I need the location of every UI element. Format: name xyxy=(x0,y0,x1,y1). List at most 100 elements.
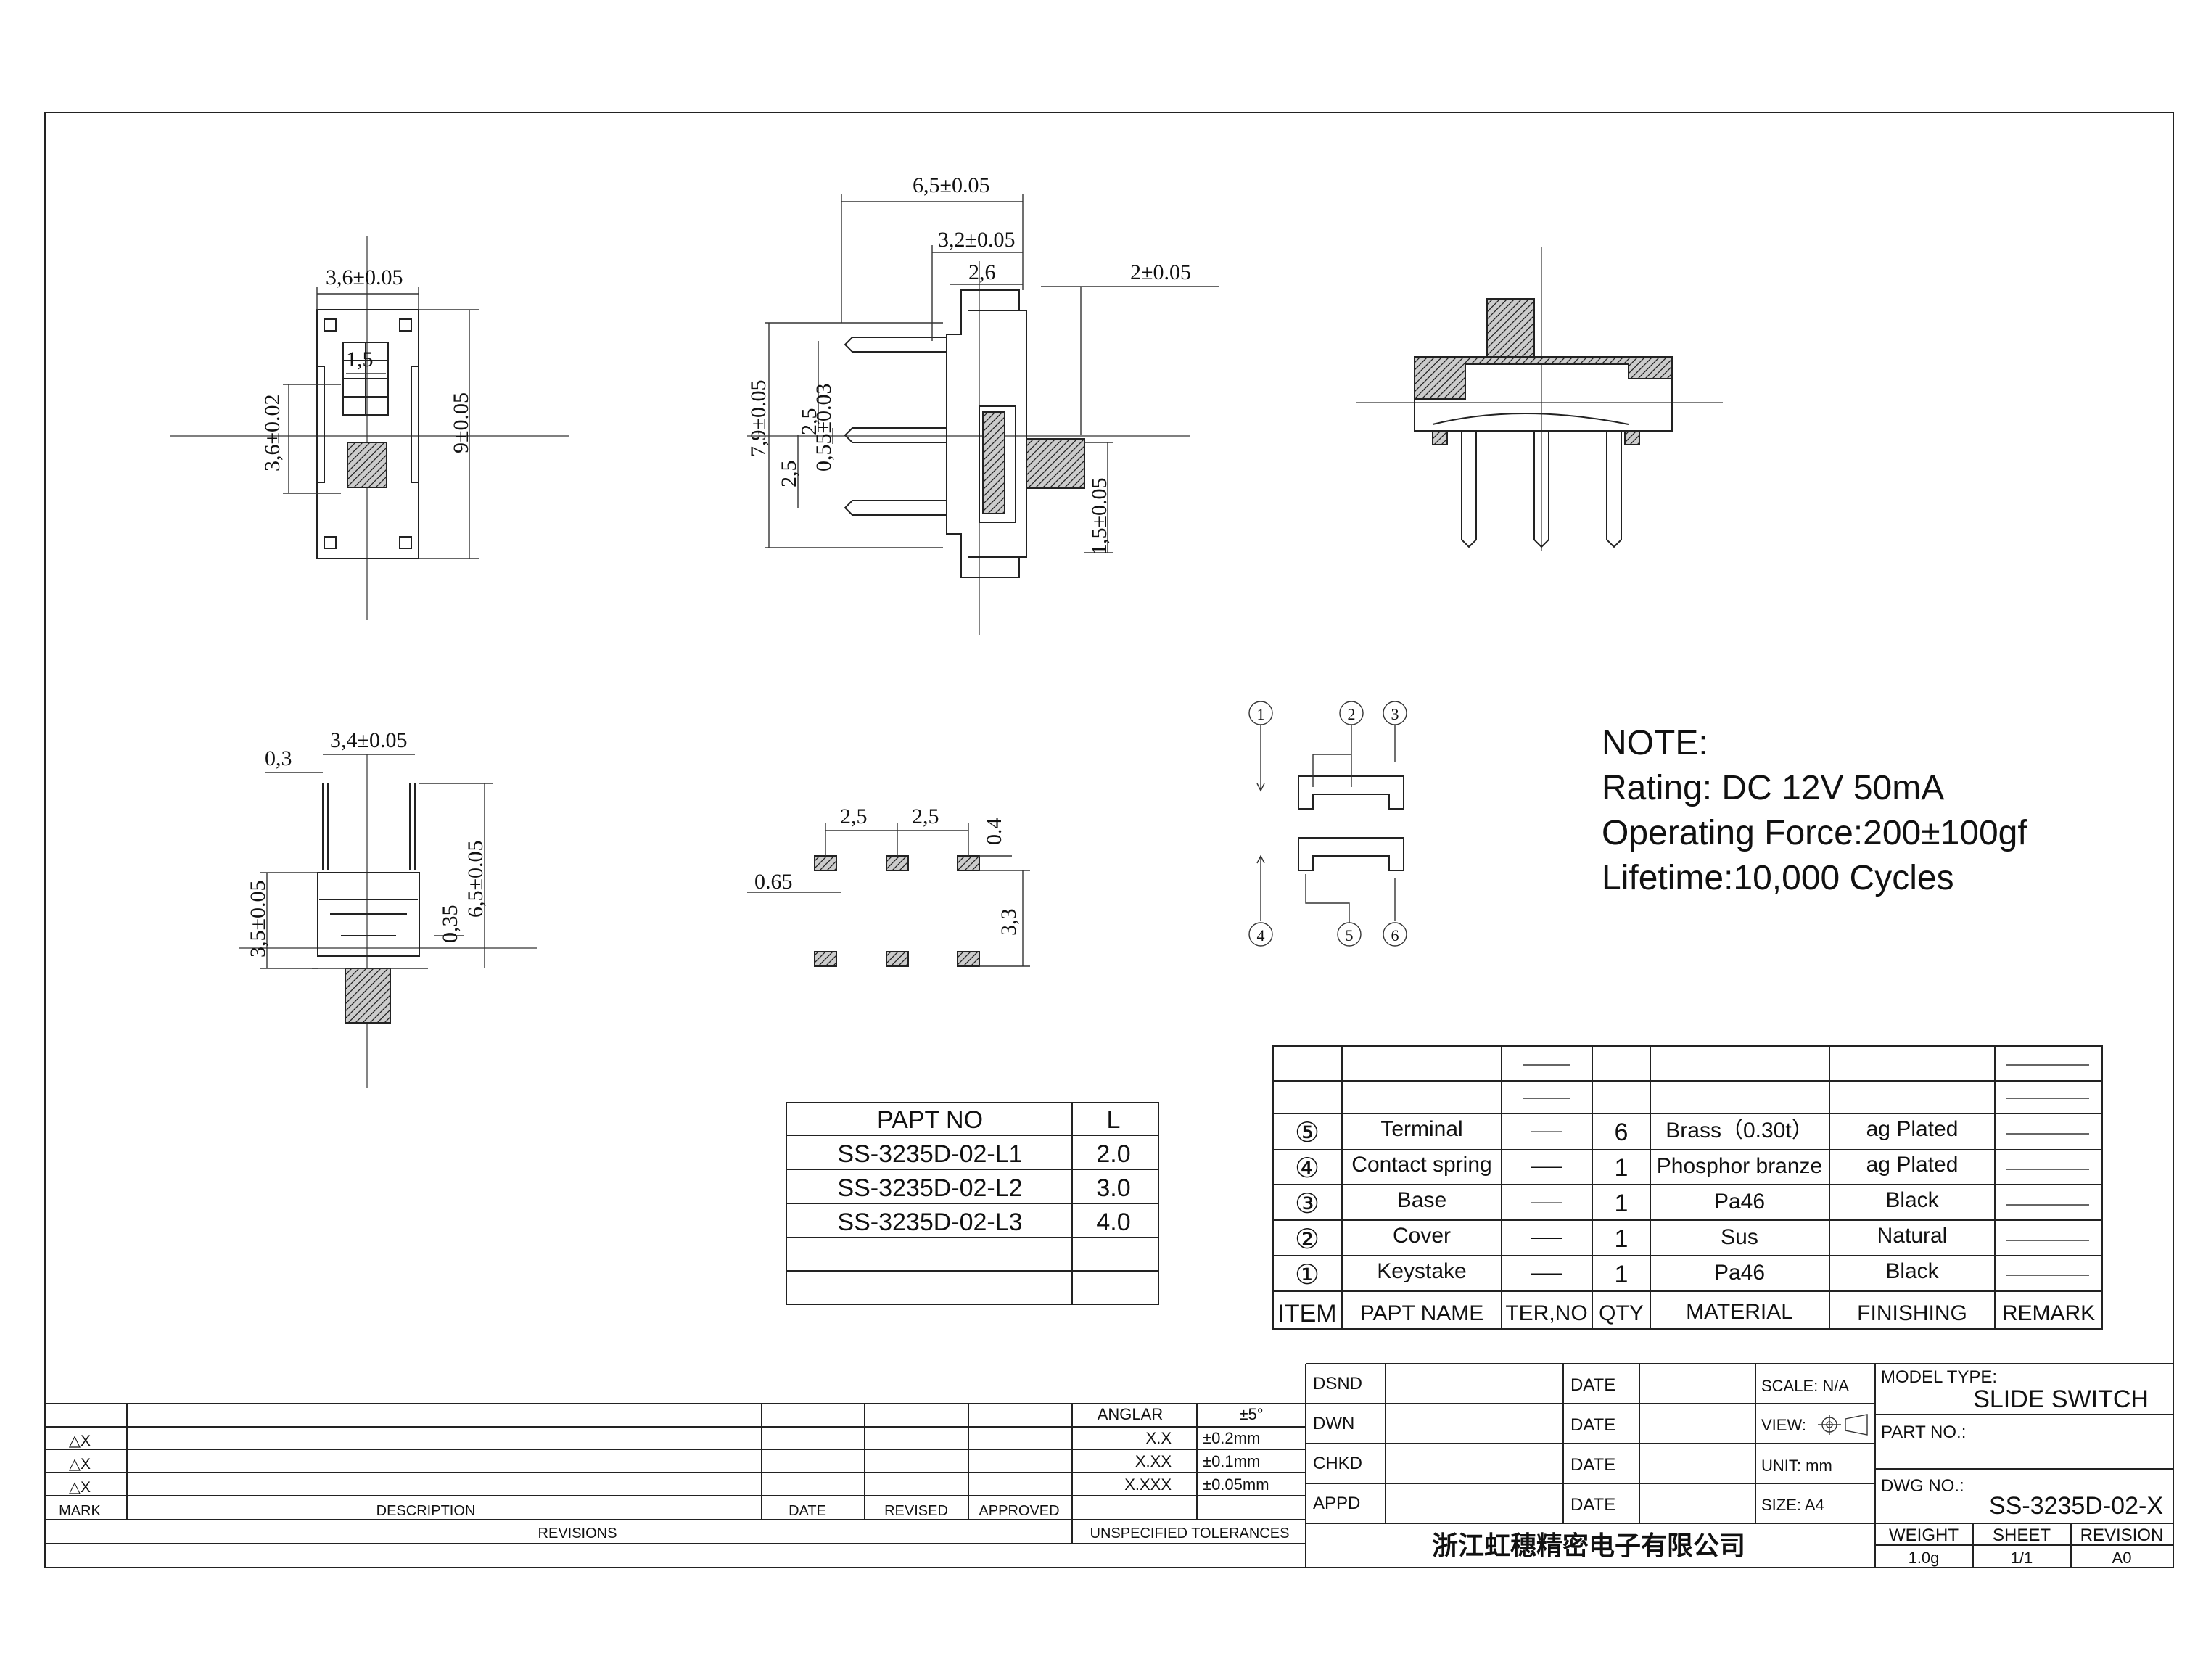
sheet-label: SHEET xyxy=(1993,1525,2051,1545)
bom-ter-no: —— xyxy=(1531,1121,1562,1140)
title-block-date-label: DATE xyxy=(1570,1495,1615,1515)
table-cell: SS-3235D-02-L3 xyxy=(837,1208,1022,1236)
switch-schematic: 1 2 3 4 5 6 xyxy=(1248,701,1407,947)
bom-material: Sus xyxy=(1721,1225,1758,1249)
bom-material: Phosphor branze xyxy=(1657,1154,1823,1178)
dim-front-h2: 6,5±0.05 xyxy=(464,841,487,918)
note-line: Rating: DC 12V 50mA xyxy=(1602,769,1944,807)
scale-field: SCALE: N/A xyxy=(1761,1377,1849,1395)
bom-qty: 1 xyxy=(1615,1190,1629,1217)
dim-front-h3: 0,35 xyxy=(438,905,462,944)
bom-header: MATERIAL xyxy=(1686,1300,1793,1324)
revision-mark: △X xyxy=(69,1433,91,1449)
part-no-label: PART NO.: xyxy=(1881,1422,1966,1442)
bom-part-name: Contact spring xyxy=(1351,1153,1491,1177)
view-field: VIEW: xyxy=(1761,1416,1806,1434)
revision-mark: △X xyxy=(69,1456,91,1473)
bom-header: REMARK xyxy=(2002,1301,2095,1325)
front-view: 3,4±0.05 0,3 3,5±0.05 6,5±0.05 0,35 xyxy=(239,728,537,1088)
tolerance-label: X.X xyxy=(1146,1429,1172,1447)
bom-header: FINISHING xyxy=(1857,1301,1967,1325)
callout-4: 4 xyxy=(1257,926,1265,944)
bom-header-row: ITEM PAPT NAME TER,NO QTY MATERIAL FINIS… xyxy=(1277,1300,2095,1327)
model-type-label: MODEL TYPE: xyxy=(1881,1367,1997,1387)
table-cell: SS-3235D-02-L1 xyxy=(837,1140,1022,1168)
dim-front-width: 3,4±0.05 xyxy=(330,728,407,752)
company-name: 浙江虹穗精密电子有限公司 xyxy=(1432,1531,1745,1560)
revision-block: △X △X △X MARK DESCRIPTION DATE REVISED A… xyxy=(45,1364,1306,1568)
bom-ter-no: —— xyxy=(1531,1157,1562,1175)
note-line: Operating Force:200±100gf xyxy=(1602,814,2027,852)
part-number-table: PAPT NO L SS-3235D-02-L1 2.0 SS-3235D-02… xyxy=(786,1102,1159,1305)
dim-pad-y: 3,3 xyxy=(997,909,1021,936)
section-view xyxy=(1356,247,1723,551)
note-title: NOTE: xyxy=(1602,724,1708,762)
tolerance-label: X.XX xyxy=(1135,1452,1172,1470)
bom-part-name: Cover xyxy=(1393,1224,1451,1248)
tolerance-label: ANGLAR xyxy=(1098,1405,1163,1423)
weight-label: WEIGHT xyxy=(1889,1525,1959,1545)
dim-side-w4: 2±0.05 xyxy=(1130,260,1191,284)
title-block xyxy=(1306,1363,2173,1568)
dim-side-w3: 2,6 xyxy=(968,260,996,284)
sheet-border xyxy=(44,112,2174,1568)
bom-item-number: ③ xyxy=(1295,1189,1319,1219)
bom-table xyxy=(1272,1045,2103,1330)
revision-mark: △X xyxy=(69,1479,91,1496)
dim-top-h2: 9±0.05 xyxy=(449,392,473,453)
tolerance-value: ±0.05mm xyxy=(1203,1475,1269,1494)
dim-front-t: 0,3 xyxy=(265,746,292,770)
callout-5: 5 xyxy=(1346,926,1354,944)
title-block-date-label: DATE xyxy=(1570,1375,1615,1395)
revisions-footer: REVISIONS xyxy=(538,1525,617,1541)
title-block-role: DSND xyxy=(1313,1374,1362,1393)
dim-side-w1: 6,5±0.05 xyxy=(913,173,989,197)
bom-finishing: ag Plated xyxy=(1866,1153,1959,1177)
revision-header: REVISED xyxy=(884,1503,948,1519)
dim-top-width: 3,6±0.05 xyxy=(326,265,403,289)
dim-side-p2: 0,55±0.03 xyxy=(812,384,836,472)
bom-qty: 1 xyxy=(1615,1154,1629,1182)
bom-finishing: Natural xyxy=(1877,1224,1948,1248)
bom-header: PAPT NAME xyxy=(1360,1301,1484,1325)
tolerances-footer: UNSPECIFIED TOLERANCES xyxy=(1090,1525,1290,1541)
side-view: 6,5±0.05 3,2±0.05 2,6 2±0.05 7,9±0.05 2,… xyxy=(746,173,1219,635)
bom-item-number: ① xyxy=(1295,1260,1319,1290)
unit-field: UNIT: mm xyxy=(1761,1457,1832,1475)
table-header: L xyxy=(1107,1106,1121,1134)
tolerance-value: ±5° xyxy=(1239,1405,1263,1423)
dim-side-w2: 3,2±0.05 xyxy=(938,228,1015,252)
bom-item-number: ④ xyxy=(1295,1153,1319,1184)
revision-header: MARK xyxy=(59,1503,101,1519)
dim-top-inner: 1,5 xyxy=(346,347,374,371)
top-view: 3,6±0.05 1,5 3,6±0.02 9±0.05 xyxy=(170,236,569,620)
table-cell: 4.0 xyxy=(1096,1208,1130,1236)
note-block: NOTE: Rating: DC 12V 50mA Operating Forc… xyxy=(1602,724,2027,897)
table-header: PAPT NO xyxy=(877,1106,983,1134)
title-block-date-label: DATE xyxy=(1570,1455,1615,1475)
dim-pad-p2: 2,5 xyxy=(912,804,939,828)
pad-layout: 2,5 2,5 0.4 0.65 3,3 xyxy=(747,804,1030,967)
dim-front-h1: 3,5±0.05 xyxy=(246,881,270,958)
revision-label: REVISION xyxy=(2080,1525,2164,1545)
tolerance-label: X.XXX xyxy=(1124,1475,1172,1494)
title-block-role: DWN xyxy=(1313,1414,1354,1433)
bom-finishing: ag Plated xyxy=(1866,1117,1959,1141)
model-type-value: SLIDE SWITCH xyxy=(1973,1385,2149,1413)
weight-value: 1.0g xyxy=(1909,1549,1940,1567)
table-cell: 3.0 xyxy=(1096,1174,1130,1202)
table-cell: SS-3235D-02-L2 xyxy=(837,1174,1022,1202)
bom-header: ITEM xyxy=(1277,1300,1336,1327)
dim-side-h1: 7,9±0.05 xyxy=(746,380,770,457)
title-block-role: APPD xyxy=(1313,1494,1360,1513)
bom-finishing: Black xyxy=(1885,1259,1939,1283)
tolerance-value: ±0.2mm xyxy=(1203,1429,1260,1447)
sheet-value: 1/1 xyxy=(2011,1549,2033,1567)
revision-header: APPROVED xyxy=(979,1503,1059,1519)
title-block-date-label: DATE xyxy=(1570,1415,1615,1435)
revision-value: A0 xyxy=(2112,1549,2132,1567)
bom-ter-no: —— xyxy=(1531,1228,1562,1246)
